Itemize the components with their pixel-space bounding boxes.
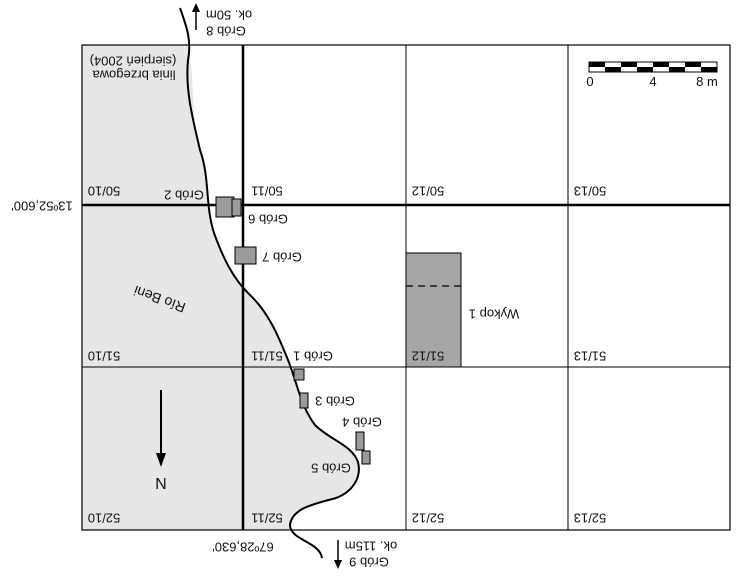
offmap-top-grave: Grób 8 <box>206 24 246 39</box>
grave-1-feature <box>293 368 305 381</box>
grave-7-label: Grób 7 <box>262 250 302 265</box>
grave-3-label: Grób 3 <box>315 394 355 409</box>
grave-1-label: Grób 1 <box>293 349 333 364</box>
scale-tick-4: 4 <box>649 74 656 89</box>
excavation-label: Wykop 1 <box>469 307 519 322</box>
grave-6-feature <box>231 198 242 217</box>
grid-cell-label: 51/13 <box>574 349 607 364</box>
grid-cell-label: 50/11 <box>251 184 283 199</box>
offmap-bottom-grave: Grób 9 <box>349 555 389 570</box>
grave-4-label: Grób 4 <box>342 415 382 430</box>
excavation-trench <box>405 252 462 368</box>
grave-6-label: Grób 6 <box>248 212 288 227</box>
offmap-top-distance: ok. 50m <box>206 8 252 23</box>
up-arrow-icon <box>192 3 200 12</box>
grave-2-label: Grób 2 <box>164 188 204 203</box>
grave-5-label: Grób 5 <box>311 461 351 476</box>
grid-cell-label: 50/12 <box>412 184 445 199</box>
grid-cell-label: 52/10 <box>88 511 121 526</box>
grave-2-feature <box>215 196 235 218</box>
grid-cell-label: 51/10 <box>88 349 121 364</box>
latitude-label: 13º52,600' <box>11 199 72 214</box>
shoreline-label: linia brzegowa <box>92 68 176 83</box>
shoreline-date-label: (sierpień 2004) <box>90 54 177 69</box>
north-label: N <box>155 474 167 491</box>
longitude-label: 67º28,630' <box>212 540 273 555</box>
offmap-bottom-distance: ok. 115m <box>345 539 398 554</box>
grid-cell-label: 50/13 <box>574 184 607 199</box>
grave-7-feature <box>234 246 257 265</box>
north-arrow-icon <box>156 453 166 467</box>
grid-cell-label: 52/13 <box>574 511 607 526</box>
grid-cell-label: 52/12 <box>412 511 445 526</box>
grid-cell-label: 51/12 <box>412 349 445 364</box>
scale-tick-8: 8 m <box>696 74 718 89</box>
grid-cell-label: 52/11 <box>251 511 283 526</box>
grave-4-feature <box>355 431 365 451</box>
grave-5-feature <box>361 450 371 465</box>
grave-3-feature <box>299 392 309 409</box>
down-arrow-icon <box>334 560 342 569</box>
scale-bar: 0 4 8 m <box>586 61 718 89</box>
grid-cell-label: 50/10 <box>88 184 121 199</box>
shoreline <box>179 7 360 559</box>
grid-cell-label: 51/11 <box>251 349 283 364</box>
land-area <box>82 45 359 530</box>
scale-tick-0: 0 <box>586 74 593 89</box>
